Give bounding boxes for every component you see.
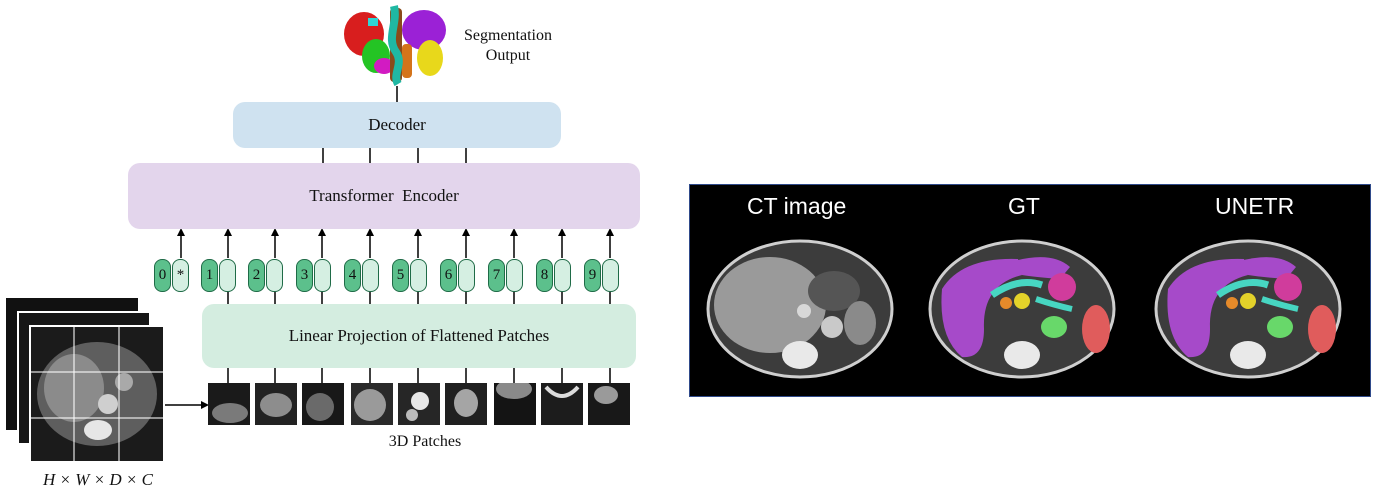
segmentation-output-label: Segmentation Output	[446, 26, 570, 66]
token-embedding-4	[362, 259, 379, 292]
token-position-0: 0	[154, 259, 171, 292]
encoder-label: Transformer Encoder	[309, 186, 459, 205]
token-position-7: 7	[488, 259, 505, 292]
token-position-1: 1	[201, 259, 218, 292]
organ-cyan	[368, 18, 378, 26]
token-embedding-8	[554, 259, 571, 292]
token-position-5: 5	[392, 259, 409, 292]
output-label-line-1: Segmentation	[464, 27, 552, 44]
token-position-6: 6	[440, 259, 457, 292]
token-embedding-1	[219, 259, 236, 292]
organ-magenta	[374, 58, 394, 74]
transformer-encoder-block: Transformer Encoder	[128, 163, 640, 229]
decoder-block: Decoder	[233, 102, 561, 148]
token-position-3: 3	[296, 259, 313, 292]
decoder-label: Decoder	[368, 115, 426, 134]
input-dimensions-label: H × W × D × C	[43, 470, 153, 489]
segmentation-output-render	[344, 5, 446, 86]
output-label-line-2: Output	[485, 47, 531, 64]
gt-segmentation-slice	[928, 239, 1116, 379]
token-embedding-7	[506, 259, 523, 292]
organ-orange	[402, 44, 412, 78]
linear-projection-block: Linear Projection of Flattened Patches	[202, 304, 636, 368]
patch-group-3	[494, 383, 630, 425]
token-embedding-3	[314, 259, 331, 292]
patch-group-2	[351, 383, 487, 425]
organ-purple	[402, 10, 446, 50]
token-position-2: 2	[248, 259, 265, 292]
organ-teal-vessel	[388, 5, 403, 86]
ct-comparison-panel: CT image GT UNETR	[689, 184, 1371, 397]
unetr-segmentation-slice	[1154, 239, 1342, 379]
class-token: *	[172, 259, 189, 292]
token-embedding-9	[602, 259, 619, 292]
gt-title: GT	[1008, 193, 1040, 219]
ct-image-slice	[706, 239, 894, 379]
token-position-4: 4	[344, 259, 361, 292]
token-embedding-2	[266, 259, 283, 292]
projection-label: Linear Projection of Flattened Patches	[288, 326, 550, 345]
token-embedding-5	[410, 259, 427, 292]
token-embedding-6	[458, 259, 475, 292]
token-position-8: 8	[536, 259, 553, 292]
ct-image-title: CT image	[747, 193, 847, 219]
organ-yellow	[417, 40, 443, 76]
token-position-9: 9	[584, 259, 601, 292]
patches-label: 3D Patches	[388, 433, 462, 450]
unetr-title: UNETR	[1215, 193, 1295, 219]
input-ct-volume	[6, 298, 165, 463]
patch-group-1	[208, 383, 344, 425]
connector-lines	[165, 86, 614, 409]
patch-strip	[208, 383, 630, 425]
